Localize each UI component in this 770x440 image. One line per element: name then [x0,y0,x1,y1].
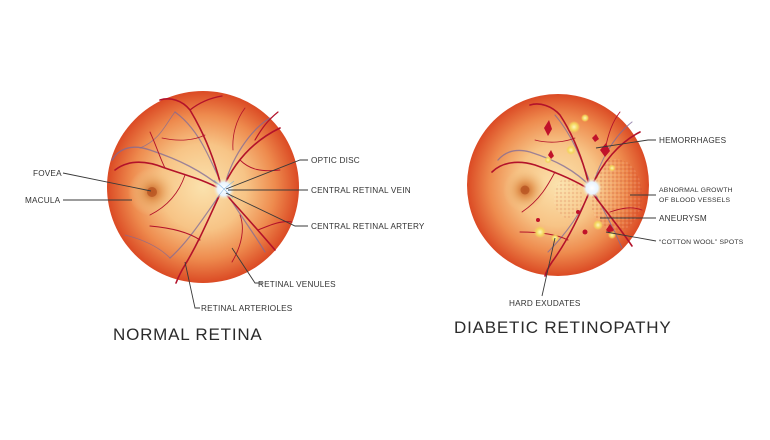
label-central-retinal-artery: CENTRAL RETINAL ARTERY [311,222,425,231]
label-aneurysm: ANEURYSM [659,214,707,223]
label-hemorrhages: HEMORRHAGES [659,136,727,145]
label-fovea: FOVEA [33,169,62,178]
normal-disc-rays [213,179,235,200]
abnormal-vessel-growth-2 [554,178,582,218]
label-macula: MACULA [25,196,61,205]
label-retinal-arterioles: RETINAL ARTERIOLES [201,304,293,313]
normal-retina: FOVEA MACULA OPTIC DISC CENTRAL RETINAL … [25,91,425,344]
label-central-retinal-vein: CENTRAL RETINAL VEIN [311,186,411,195]
diabetic-retina: HEMORRHAGES ABNORMAL GROWTH OF BLOOD VES… [454,94,744,337]
normal-retina-title: NORMAL RETINA [113,325,263,344]
diabetic-retinopathy-title: DIABETIC RETINOPATHY [454,318,672,337]
normal-leader-lines [62,159,308,309]
diabetic-leader-lines [541,139,657,297]
label-hard-exudates: HARD EXUDATES [509,299,581,308]
diabetic-fovea [520,185,530,195]
normal-fovea [147,187,157,197]
label-optic-disc: OPTIC DISC [311,156,360,165]
label-cotton-wool-spots: “COTTON WOOL” SPOTS [659,239,744,246]
diabetic-optic-disc [582,178,602,198]
label-abnormal-growth-line2: OF BLOOD VESSELS [659,197,730,204]
hemorrhages [536,120,614,235]
label-abnormal-growth-line1: ABNORMAL GROWTH [659,187,733,194]
abnormal-vessel-growth [590,159,642,231]
label-retinal-venules: RETINAL VENULES [258,280,336,289]
